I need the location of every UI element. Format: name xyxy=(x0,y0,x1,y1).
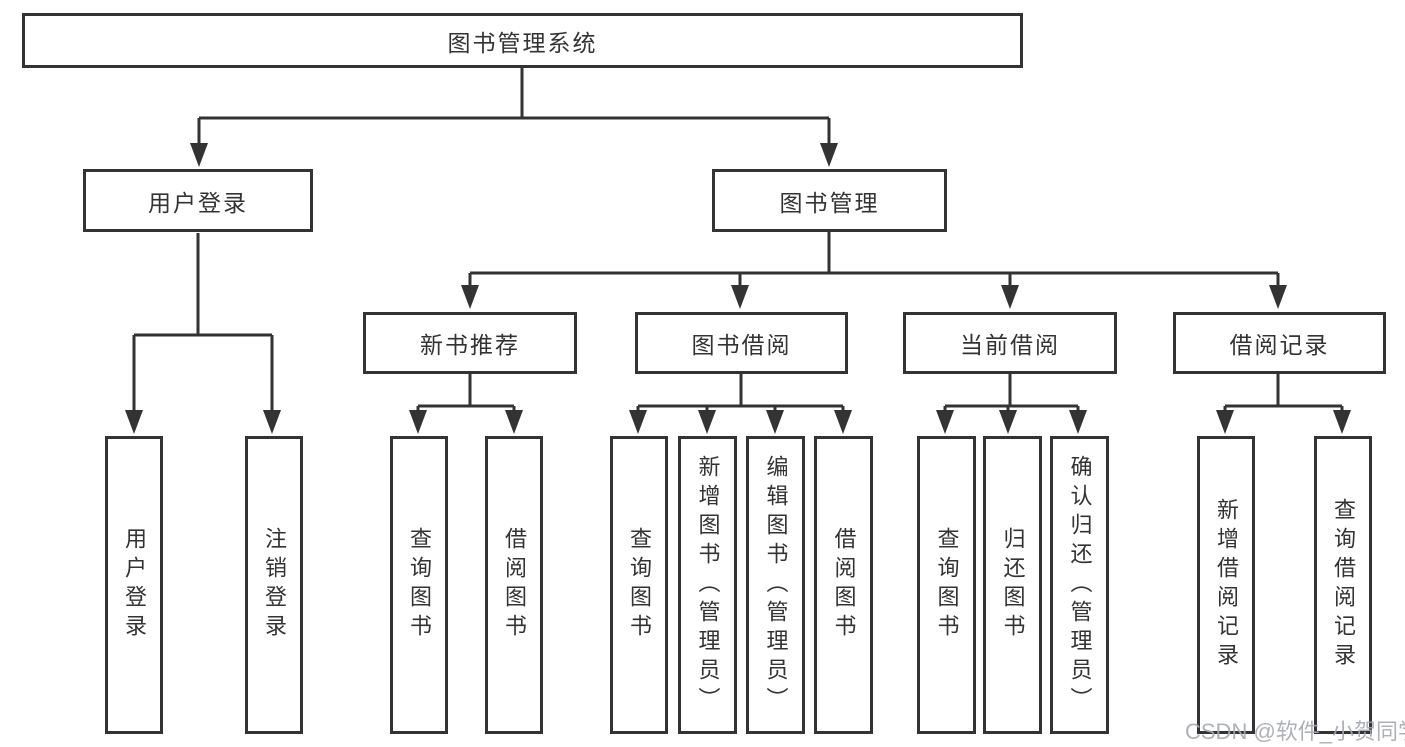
leaf-add-borrow-record-label: 新增借阅记录 xyxy=(1214,498,1239,672)
leaf-return-books-label: 归还图书 xyxy=(1000,527,1026,643)
leaf-edit-books-admin: 编辑图书（管理员） xyxy=(746,436,805,734)
leaf-add-books-admin-label: 新增图书（管理员） xyxy=(695,454,721,716)
node-book-borrowing-label: 图书借阅 xyxy=(691,332,792,358)
node-current-borrowing: 当前借阅 xyxy=(903,312,1117,374)
node-root: 图书管理系统 xyxy=(22,13,1023,68)
node-book-management: 图书管理 xyxy=(712,169,947,232)
leaf-logout-login: 注销登录 xyxy=(245,436,303,734)
leaf-confirm-return-admin-label: 确认归还（管理员） xyxy=(1067,454,1093,716)
arrowheads xyxy=(125,143,1351,434)
leaf-user-login: 用户登录 xyxy=(105,436,163,734)
node-borrowing-records: 借阅记录 xyxy=(1173,312,1386,374)
node-current-borrowing-label: 当前借阅 xyxy=(960,332,1060,358)
leaf-add-books-admin: 新增图书（管理员） xyxy=(678,436,737,734)
leaf-borrow-books-2: 借阅图书 xyxy=(814,436,873,734)
leaf-query-books-1: 查询图书 xyxy=(390,436,448,734)
node-new-book-recommend: 新书推荐 xyxy=(363,312,577,374)
node-user-login: 用户登录 xyxy=(83,169,313,232)
leaf-query-books-2-label: 查询图书 xyxy=(627,527,652,643)
leaf-confirm-return-admin: 确认归还（管理员） xyxy=(1050,436,1109,734)
leaf-edit-books-admin-label: 编辑图书（管理员） xyxy=(763,454,789,716)
leaf-query-books-3-label: 查询图书 xyxy=(934,527,960,643)
leaf-borrow-books-1: 借阅图书 xyxy=(485,436,543,734)
leaf-borrow-books-2-label: 借阅图书 xyxy=(831,527,857,643)
csdn-watermark: CSDN @软件_小贺同学 xyxy=(1185,719,1405,744)
leaf-add-borrow-record: 新增借阅记录 xyxy=(1197,436,1255,734)
node-user-login-label: 用户登录 xyxy=(148,189,248,216)
leaf-query-books-3: 查询图书 xyxy=(917,436,976,734)
leaf-user-login-label: 用户登录 xyxy=(122,527,147,643)
node-new-book-recommend-label: 新书推荐 xyxy=(420,332,520,358)
leaf-return-books: 归还图书 xyxy=(983,436,1042,734)
leaf-query-books-2: 查询图书 xyxy=(610,436,668,734)
node-book-borrowing: 图书借阅 xyxy=(635,312,848,374)
leaf-query-borrow-record-label: 查询借阅记录 xyxy=(1331,498,1356,672)
leaf-query-books-1-label: 查询图书 xyxy=(407,527,432,643)
leaf-logout-login-label: 注销登录 xyxy=(262,527,287,643)
node-borrowing-records-label: 借阅记录 xyxy=(1229,332,1330,358)
leaf-query-borrow-record: 查询借阅记录 xyxy=(1314,436,1372,734)
node-root-label: 图书管理系统 xyxy=(447,29,598,56)
leaf-borrow-books-1-label: 借阅图书 xyxy=(502,527,527,643)
node-book-management-label: 图书管理 xyxy=(779,189,880,216)
